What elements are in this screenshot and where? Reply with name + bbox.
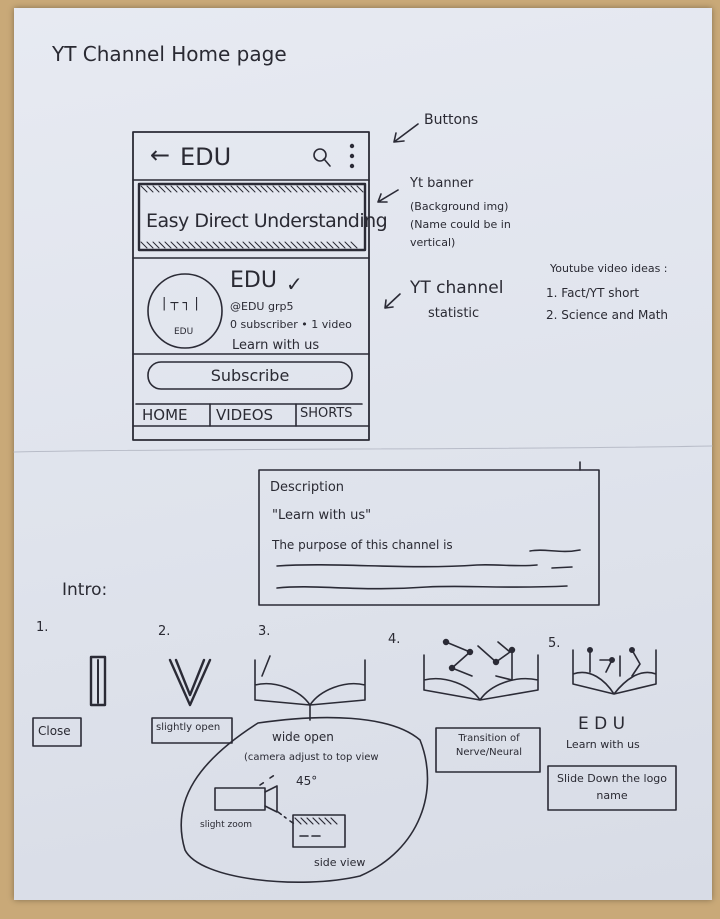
verified-icon: ✓ <box>286 272 303 296</box>
logo-caption: EDU <box>174 327 194 337</box>
annotation-banner-1: Yt banner <box>410 176 474 191</box>
back-arrow-icon[interactable]: ← <box>150 141 171 169</box>
wide-open-label: wide open <box>272 730 334 744</box>
tab-videos[interactable]: VIDEOS <box>216 406 274 424</box>
page-title: YT Channel Home page <box>52 42 287 66</box>
search-icon[interactable] <box>312 146 334 168</box>
end-tagline: Learn with us <box>566 738 640 751</box>
slight-zoom-label: slight zoom <box>200 820 253 830</box>
subscribe-button[interactable]: Subscribe <box>210 366 290 385</box>
annotation-banner-2: (Background img) <box>410 200 509 213</box>
description-purpose: The purpose of this channel is <box>272 538 453 552</box>
more-vert-icon[interactable] <box>346 142 358 170</box>
description-title: Description <box>270 480 345 495</box>
wide-open-angle: 45° <box>296 774 318 788</box>
step-5-number: 5. <box>548 636 561 651</box>
annotation-statistic-2: statistic <box>428 306 480 321</box>
step-3-number: 3. <box>258 624 271 639</box>
description-quote: "Learn with us" <box>272 508 372 523</box>
annotation-banner-4: vertical) <box>410 236 456 249</box>
step-4-number: 4. <box>388 632 401 647</box>
channel-stats: 0 subscriber • 1 video <box>230 318 352 331</box>
annotation-banner-3: (Name could be in <box>410 218 511 231</box>
end-logo-name: E D U <box>578 714 626 734</box>
step-1-number: 1. <box>36 620 49 635</box>
sketch-paper <box>14 8 712 900</box>
banner-text: Easy Direct Understanding <box>146 210 388 232</box>
channel-handle: @EDU grp5 <box>230 300 294 313</box>
wide-open-note: (camera adjust to top view <box>244 752 379 763</box>
annotation-statistic-1: YT channel <box>410 278 504 298</box>
tab-home[interactable]: HOME <box>142 406 188 424</box>
intro-heading: Intro: <box>62 580 108 600</box>
video-ideas-heading: Youtube video ideas : <box>550 262 668 275</box>
app-name: EDU <box>180 143 232 171</box>
channel-logo: | ┬ ┐ | <box>162 296 199 311</box>
step-2-number: 2. <box>158 624 171 639</box>
side-view-label: side view <box>314 856 366 869</box>
video-idea-1: 1. Fact/YT short <box>546 286 640 300</box>
video-idea-2: 2. Science and Math <box>546 308 669 322</box>
step-1-label: Close <box>38 724 71 738</box>
channel-tagline: Learn with us <box>232 338 320 353</box>
annotation-buttons: Buttons <box>424 112 479 128</box>
step-4-label: Transition of Nerve/Neural <box>455 733 523 758</box>
end-note: Slide Down the logo name <box>556 772 668 802</box>
channel-name: EDU <box>230 268 277 293</box>
step-2-label: slightly open <box>156 722 221 733</box>
tab-shorts[interactable]: SHORTS <box>300 406 353 421</box>
